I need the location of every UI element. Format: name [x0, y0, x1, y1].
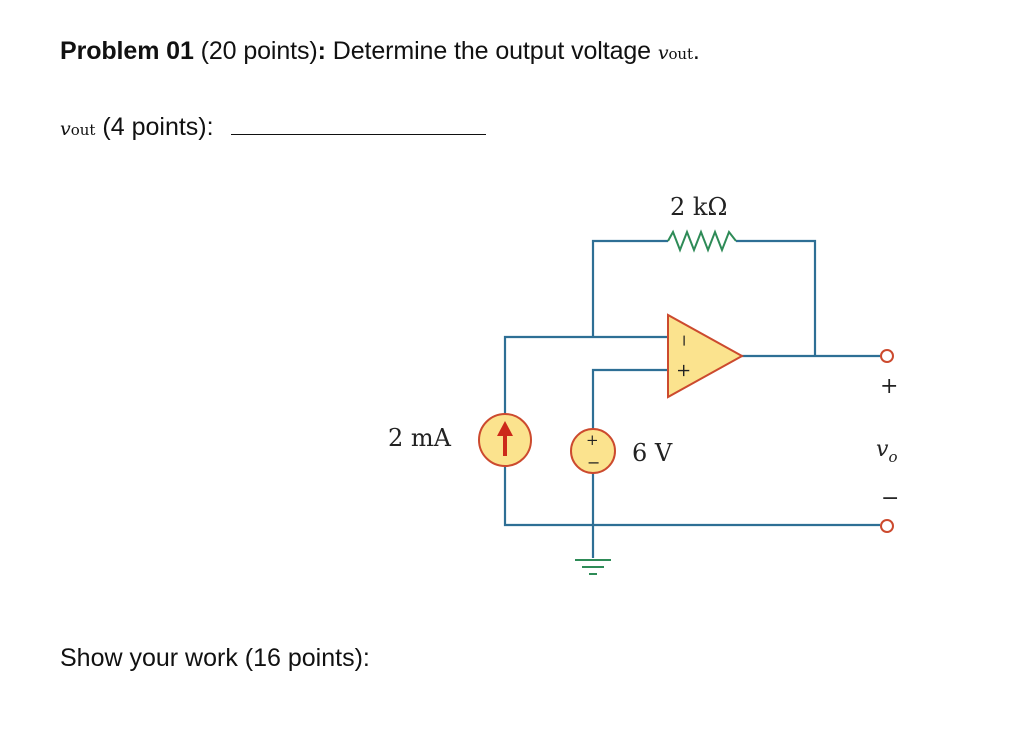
- output-terminal-top: [880, 349, 894, 363]
- inverting-input-wire: [503, 335, 668, 425]
- vsource-plus-sign: +: [586, 431, 599, 449]
- problem-title: Problem 01: [60, 37, 194, 65]
- circuit-wires: [503, 239, 880, 558]
- problem-heading: Problem 01 (20 points): Determine the ou…: [60, 37, 700, 66]
- opamp-minus-sign: −: [675, 334, 694, 347]
- answer-prompt: vout (4 points):: [60, 112, 486, 142]
- output-minus-label: −: [881, 486, 899, 511]
- answer-blank[interactable]: [230, 112, 486, 135]
- feedback-wire-right: [736, 239, 817, 356]
- current-source-bottom-wire: [503, 460, 880, 527]
- problem-colon: :: [317, 37, 326, 65]
- feedback-wire-left: [591, 239, 668, 337]
- problem-statement: Determine the output voltage: [332, 37, 651, 65]
- current-source-label: 2 mA: [388, 424, 452, 452]
- current-arrow-icon: [497, 421, 513, 436]
- output-plus-label: +: [880, 374, 898, 399]
- output-voltage-label: vo: [876, 437, 897, 466]
- answer-variable: vout: [60, 118, 96, 140]
- problem-period: .: [692, 37, 700, 65]
- output-terminal-bottom: [880, 519, 894, 533]
- resistor-label: 2 kΩ: [670, 193, 727, 221]
- vout-variable: vout: [657, 42, 693, 64]
- resistor-2k: [667, 229, 737, 253]
- vsource-minus-sign: −: [587, 453, 600, 472]
- voltage-source: + −: [570, 428, 616, 474]
- voltage-source-label: 6 V: [632, 439, 673, 467]
- ground-icon: [575, 559, 611, 575]
- answer-points: (4 points):: [102, 113, 214, 141]
- op-amp: − +: [667, 313, 745, 399]
- show-work-label: Show your work (16 points):: [60, 644, 370, 672]
- opamp-plus-sign: +: [673, 363, 694, 378]
- problem-points: (20 points): [200, 37, 318, 65]
- current-source: [478, 413, 532, 467]
- noninverting-input-wire: [591, 368, 668, 430]
